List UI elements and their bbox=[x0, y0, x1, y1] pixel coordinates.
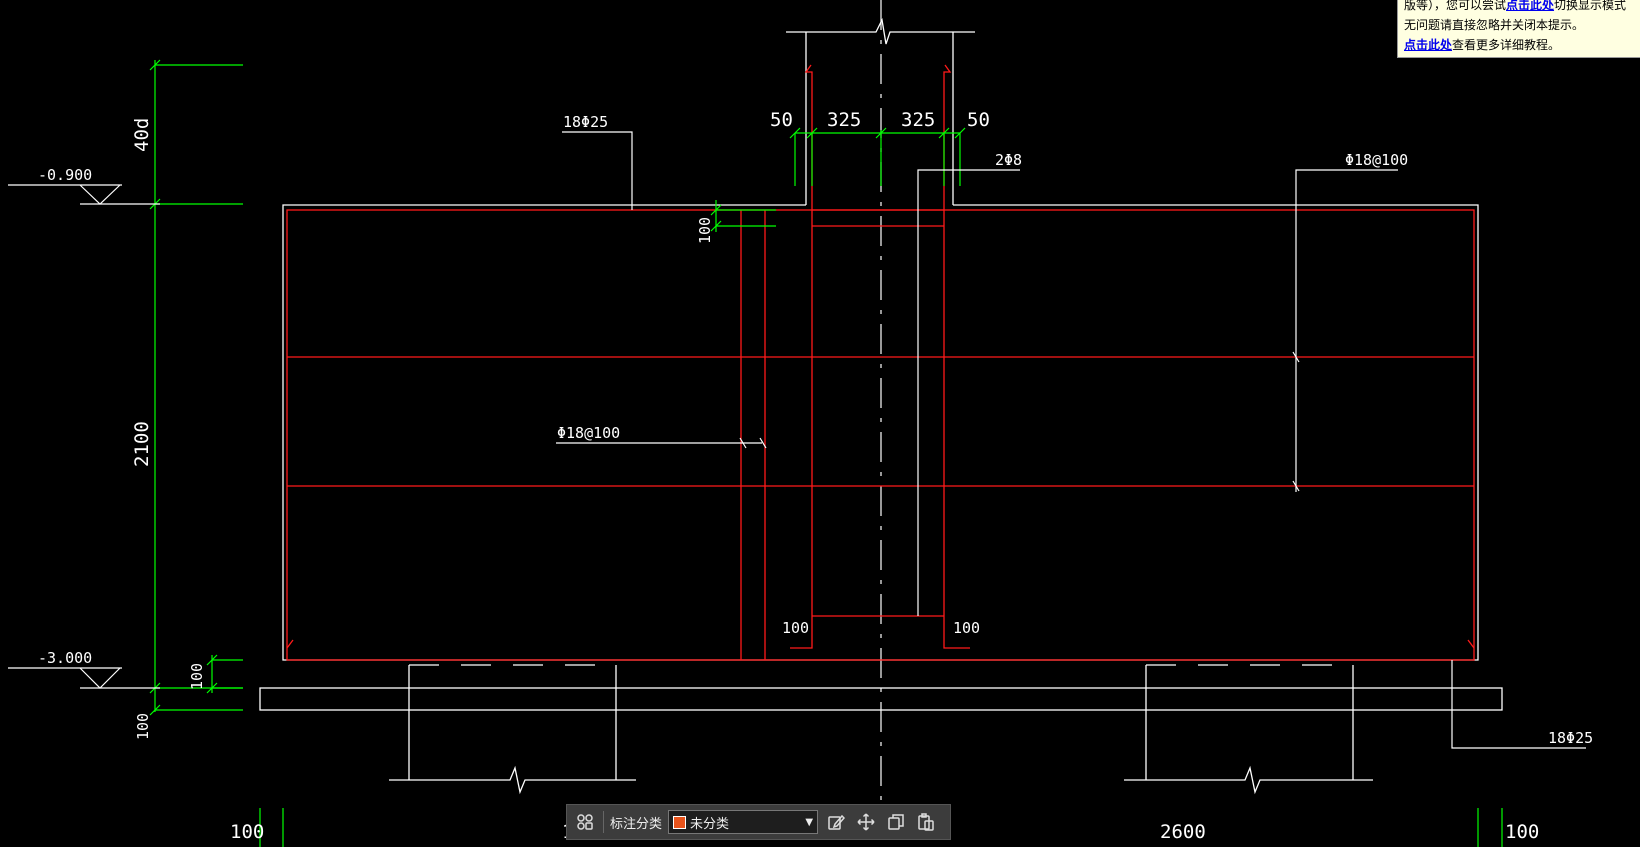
copy-icon[interactable] bbox=[884, 810, 908, 834]
chevron-down-icon: ▼ bbox=[805, 816, 814, 828]
tooltip-line1: 版等），您可以尝试点击此处切换显示模式 bbox=[1404, 0, 1640, 15]
grid-icon[interactable] bbox=[573, 810, 597, 834]
bottom-dim-2600: 2600 bbox=[1160, 821, 1206, 843]
tooltip-link-tutorial[interactable]: 点击此处 bbox=[1404, 38, 1453, 52]
edit-icon[interactable] bbox=[824, 810, 848, 834]
dim-40d: 40d bbox=[131, 118, 153, 152]
tooltip-link-switch[interactable]: 点击此处 bbox=[1506, 0, 1555, 12]
category-selected-value: 未分类 bbox=[690, 816, 730, 832]
help-tooltip: 版等），您可以尝试点击此处切换显示模式 无问题请直接忽略并关闭本提示。 点击此处… bbox=[1397, 0, 1640, 58]
elev-bottom-label: -3.000 bbox=[38, 649, 92, 667]
toolbar-divider bbox=[603, 811, 604, 833]
elevation-symbols bbox=[8, 184, 160, 689]
dim-100-small: 100 bbox=[188, 663, 206, 690]
paste-icon[interactable] bbox=[914, 810, 938, 834]
bottom-dim-100-left: 100 bbox=[230, 821, 264, 843]
tooltip-line3: 点击此处查看更多详细教程。 bbox=[1404, 35, 1640, 55]
category-label: 标注分类 bbox=[610, 816, 663, 832]
dim-50-left: 50 bbox=[770, 109, 793, 131]
dim-325-right: 325 bbox=[901, 109, 935, 131]
rebar-stirrup-left-label: Φ18@100 bbox=[557, 424, 620, 442]
dim-2100: 2100 bbox=[131, 421, 153, 467]
dim-325-left: 325 bbox=[827, 109, 861, 131]
category-color-swatch bbox=[673, 815, 687, 829]
column-outline bbox=[786, 17, 975, 205]
rebar-stirrup-right-label: Φ18@100 bbox=[1345, 151, 1408, 169]
tooltip-line1-suffix: 切换显示模式 bbox=[1554, 0, 1627, 12]
rebar bbox=[286, 64, 1475, 661]
dimensions bbox=[149, 59, 1503, 847]
rebar-top-main-label: 18Φ25 bbox=[563, 113, 608, 131]
annotation-toolbar: 标注分类 未分类 ▼ bbox=[566, 804, 951, 840]
rebar-2phi8-label: 2Φ8 bbox=[995, 151, 1022, 169]
tooltip-line2: 无问题请直接忽略并关闭本提示。 bbox=[1404, 18, 1585, 32]
category-select[interactable]: 未分类 ▼ bbox=[668, 810, 819, 834]
leader-lines bbox=[556, 131, 1586, 749]
move-icon[interactable] bbox=[854, 810, 878, 834]
hook-right-label: 100 bbox=[953, 619, 980, 637]
elev-top-label: -0.900 bbox=[38, 166, 92, 184]
rebar-bottom-main-label: 18Φ25 bbox=[1548, 729, 1593, 747]
dim-100-inner: 100 bbox=[696, 217, 714, 244]
dim-100-bottom: 100 bbox=[134, 713, 152, 740]
tooltip-line3-suffix: 查看更多详细教程。 bbox=[1452, 38, 1561, 52]
tooltip-line1-prefix: 版等），您可以尝试 bbox=[1404, 0, 1507, 12]
dim-50-right: 50 bbox=[967, 109, 990, 131]
bottom-dim-100-right: 100 bbox=[1505, 821, 1539, 843]
hook-left-label: 100 bbox=[782, 619, 809, 637]
